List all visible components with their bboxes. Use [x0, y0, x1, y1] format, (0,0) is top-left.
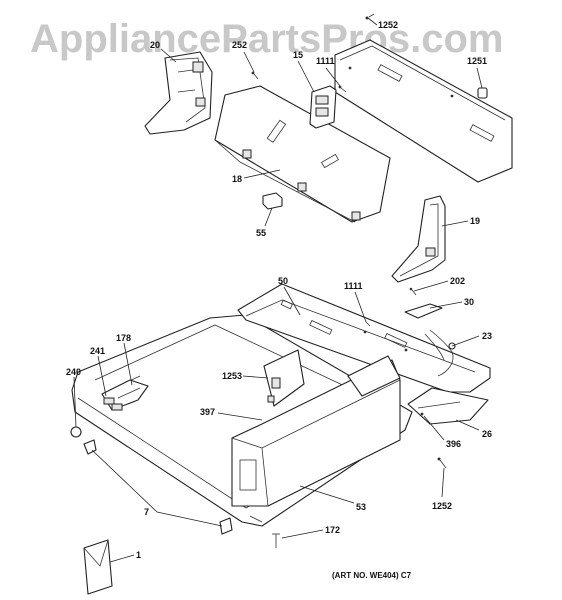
clip-7-right: [219, 517, 233, 535]
callout-1253: 1253: [222, 371, 242, 381]
callout-178: 178: [116, 333, 131, 343]
callout-1111-mid: 1111: [344, 281, 363, 291]
callout-172: 172: [325, 525, 340, 535]
callout-241: 241: [90, 346, 105, 356]
callout-23: 23: [482, 331, 492, 341]
screw-396: [420, 412, 424, 416]
knob-55: [262, 192, 283, 210]
screw-1252-top: [365, 13, 375, 20]
callout-240: 240: [66, 367, 81, 377]
callout-1: 1: [136, 550, 141, 560]
callout-30: 30: [464, 297, 474, 307]
clip-1251: [477, 87, 488, 99]
end-cap-left: [144, 51, 213, 135]
bracket-30: [404, 303, 443, 319]
callout-20: 20: [150, 40, 160, 50]
control-panel: [214, 85, 391, 223]
literature-envelope-1: [83, 539, 113, 595]
valve-bracket-1253: [263, 349, 305, 407]
callout-53: 53: [356, 502, 366, 512]
screw-172: [272, 533, 280, 548]
art-number: (ART NO. WE404) C7: [332, 571, 412, 580]
hinge-pin-240: [70, 426, 82, 438]
screw-1111-mid: [365, 321, 371, 327]
leader-lines: [73, 17, 483, 563]
lid-hinge-bracket-178: [101, 379, 149, 411]
callout-1252-bot: 1252: [432, 501, 452, 511]
screw-252: [251, 71, 259, 80]
callout-19: 19: [470, 216, 480, 226]
callout-26: 26: [482, 429, 492, 439]
callout-55: 55: [256, 228, 266, 238]
screw-202: [409, 287, 417, 296]
callout-7: 7: [144, 507, 149, 517]
callout-1111-top: 1111: [316, 56, 335, 66]
callout-397: 397: [200, 407, 215, 417]
timer-switch-15: [309, 85, 337, 129]
watermark-text: AppliancePartsPros.com: [30, 17, 504, 61]
dispenser-trough-397: [231, 355, 401, 507]
lid-switch-26: [407, 387, 489, 425]
callout-50: 50: [278, 276, 288, 286]
callout-1252-top: 1252: [378, 20, 398, 30]
callout-202: 202: [450, 276, 465, 286]
main-top-support: [237, 283, 491, 393]
screw-1252-bot: [437, 457, 447, 469]
screw-1111-top: [338, 85, 347, 93]
callout-1251: 1251: [467, 56, 487, 66]
end-cap-right: [391, 195, 446, 283]
callout-396: 396: [446, 439, 461, 449]
callout-15: 15: [293, 50, 303, 60]
callout-252: 252: [232, 40, 247, 50]
callout-18: 18: [232, 174, 242, 184]
